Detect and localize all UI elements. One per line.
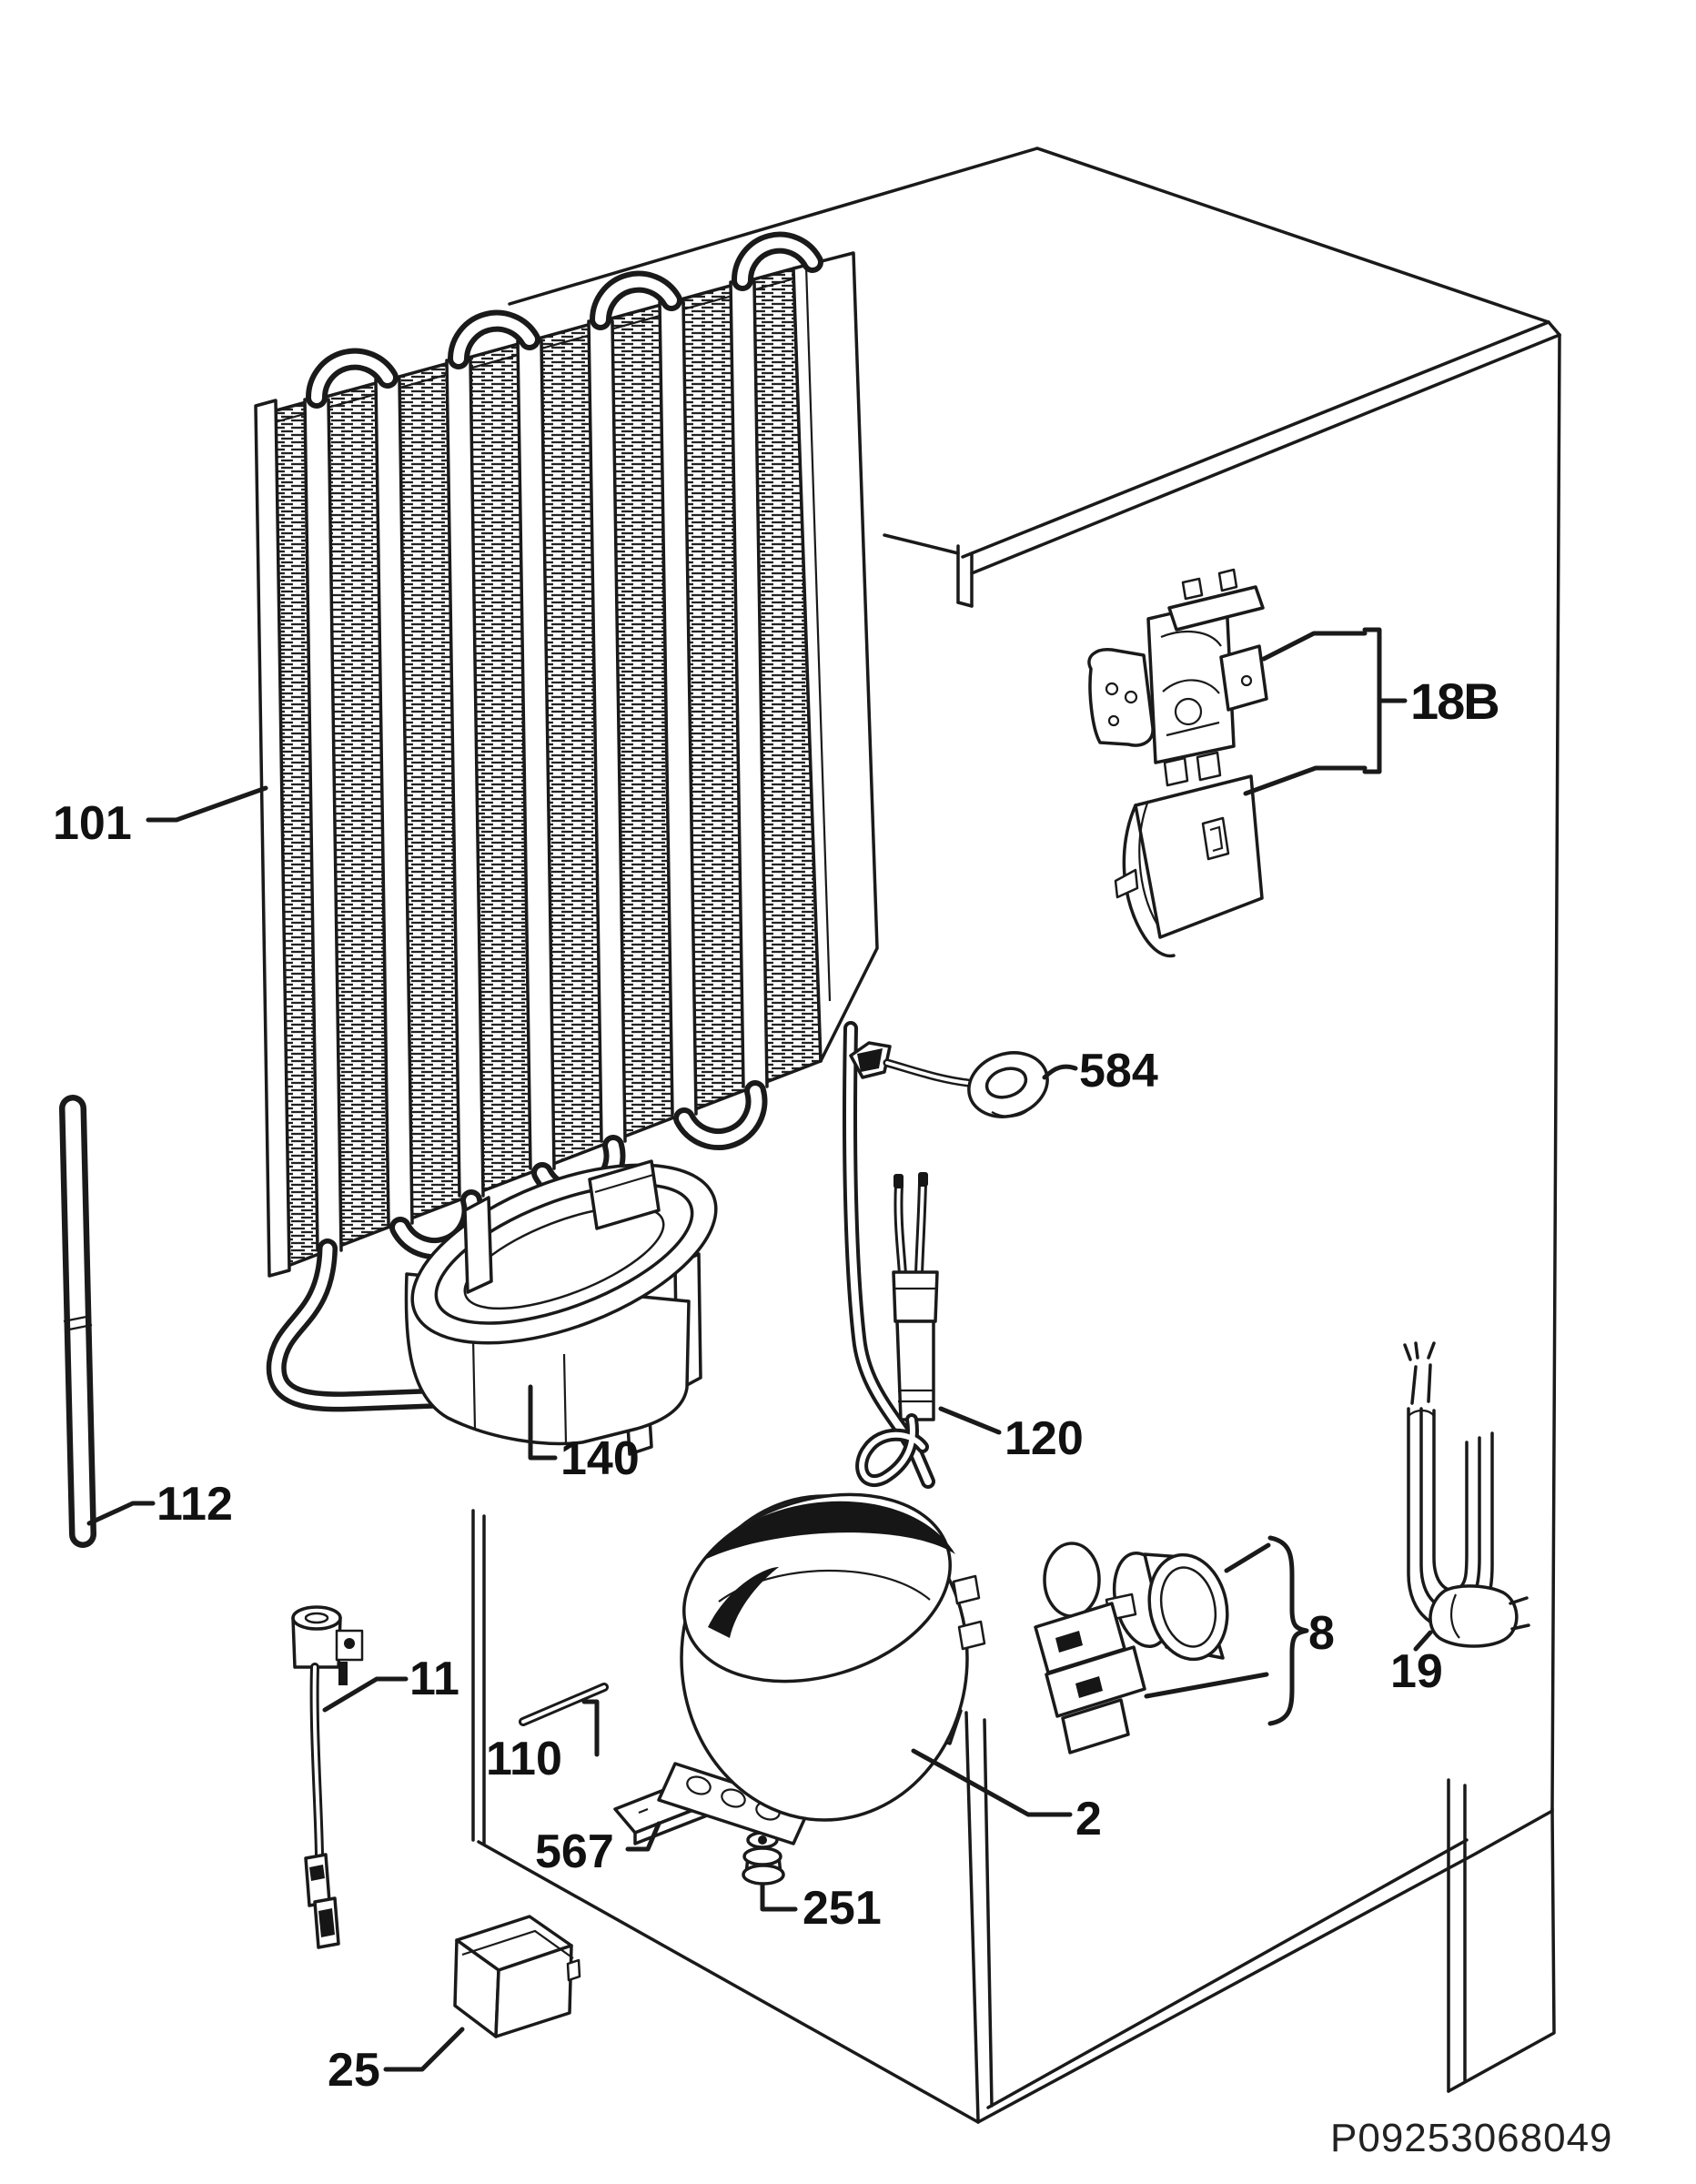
lamp-assembly	[849, 1041, 1049, 1118]
evaporation-box	[453, 1915, 581, 2038]
part-label-19: 19	[1390, 1645, 1443, 1698]
drip-tray	[404, 1159, 718, 1456]
leader-18b-top	[1261, 631, 1368, 662]
part-label-251: 251	[803, 1882, 882, 1935]
leader-2	[911, 1748, 1073, 1817]
leader-251	[760, 1883, 798, 1912]
condenser-tubes	[303, 280, 769, 1252]
leader-584	[1042, 1064, 1078, 1080]
thermostat-housing	[1114, 774, 1264, 958]
leader-8-bottom	[1144, 1672, 1269, 1699]
thermal-sensor	[855, 1172, 939, 1487]
part-label-584: 584	[1079, 1045, 1158, 1097]
brace-8	[1267, 1535, 1309, 1726]
leader-8-top	[1224, 1542, 1271, 1573]
leader-101	[146, 785, 268, 823]
part-label-112: 112	[156, 1478, 233, 1531]
part-label-25: 25	[328, 2044, 380, 2097]
leader-18b-bottom	[1243, 765, 1368, 796]
capillary-rod	[59, 1095, 96, 1548]
compressor	[657, 1492, 986, 1845]
relay-group	[1034, 1542, 1229, 1754]
document-code: P09253068049	[1330, 2116, 1613, 2160]
cabinet-outline	[471, 147, 1561, 2124]
part-label-2: 2	[1075, 1793, 1102, 1845]
part-label-110: 110	[486, 1733, 562, 1785]
part-label-18b: 18B	[1410, 672, 1499, 730]
power-cord	[1403, 1341, 1530, 1648]
leader-567	[625, 1821, 661, 1852]
leader-140	[528, 1384, 558, 1461]
part-label-101: 101	[53, 797, 132, 850]
leader-25	[383, 2027, 465, 2072]
leader-11	[322, 1676, 409, 1713]
evaporator-panel	[254, 231, 935, 1489]
thermostat-assembly	[1087, 568, 1268, 787]
leader-120	[938, 1406, 1002, 1435]
part-label-8: 8	[1308, 1607, 1335, 1660]
part-label-140: 140	[560, 1432, 640, 1485]
callouts: 101 18B 584 140 120 112 11 110 567 251 2…	[53, 627, 1500, 2097]
leader-110	[581, 1699, 600, 1757]
leader-112	[86, 1501, 156, 1526]
part-label-120: 120	[1004, 1412, 1084, 1465]
pin	[519, 1683, 609, 1726]
leader-19	[1413, 1630, 1433, 1652]
grommet	[742, 1831, 785, 1886]
starter-sensor	[291, 1605, 364, 1949]
part-label-567: 567	[535, 1825, 614, 1878]
part-label-11: 11	[409, 1653, 459, 1705]
